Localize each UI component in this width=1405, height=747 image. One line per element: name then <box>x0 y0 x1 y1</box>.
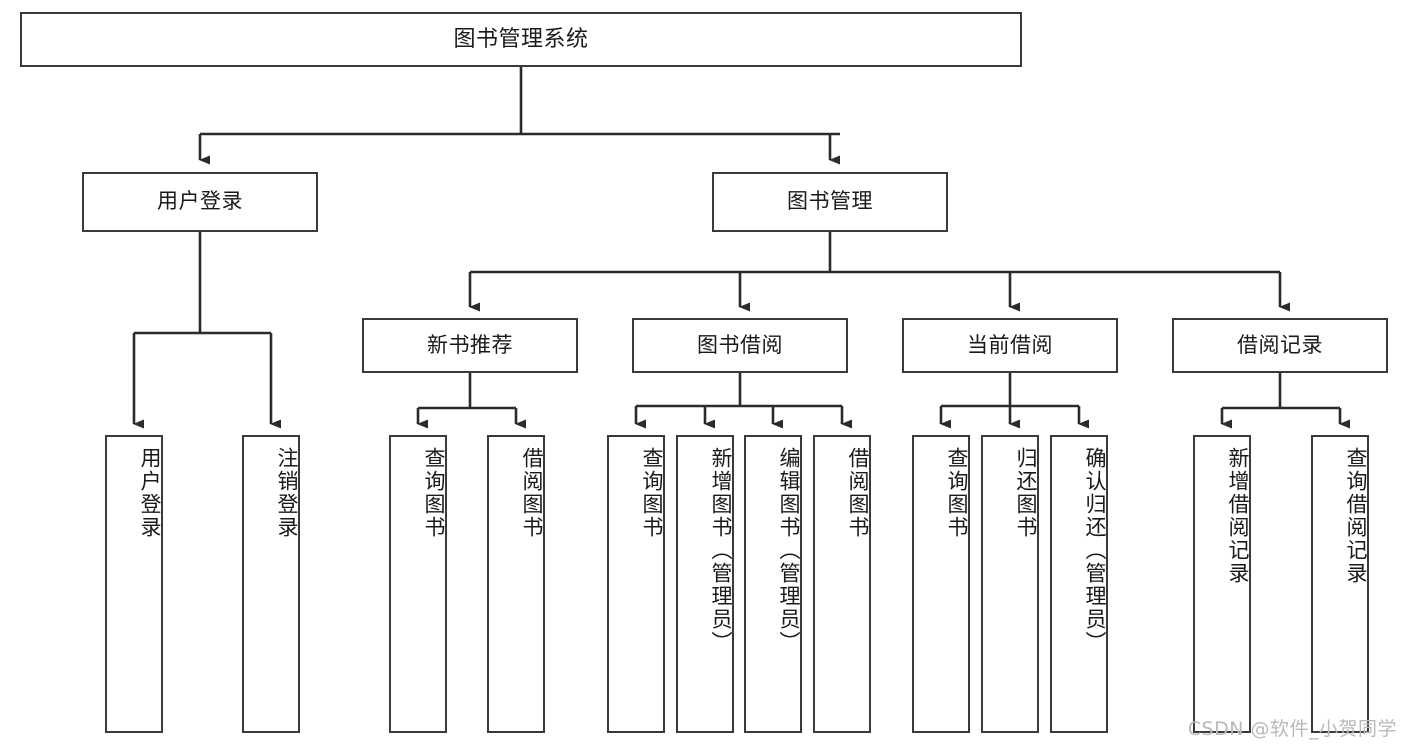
node-leaf-edit-book-label: 编辑图书（管理员） <box>777 447 801 654</box>
node-user-login[interactable]: 用户登录 <box>82 172 318 232</box>
node-leaf-add-book-label: 新增图书（管理员） <box>709 447 733 654</box>
csdn-watermark: CSDN @软件_小贺同学 <box>1187 718 1397 740</box>
node-new-book-recommend[interactable]: 新书推荐 <box>362 318 578 373</box>
node-leaf-query-book-3[interactable]: 查询图书 <box>912 435 970 733</box>
node-book-manage-label: 图书管理 <box>787 189 873 214</box>
node-borrow-record-label: 借阅记录 <box>1237 332 1323 357</box>
node-leaf-query-book-2[interactable]: 查询图书 <box>607 435 665 733</box>
node-leaf-user-login-label: 用户登录 <box>138 447 162 539</box>
node-leaf-query-borrow-record-label: 查询借阅记录 <box>1344 447 1368 585</box>
node-new-book-recommend-label: 新书推荐 <box>427 332 513 357</box>
node-leaf-confirm-return-label: 确认归还（管理员） <box>1083 447 1107 654</box>
node-leaf-add-borrow-record-label: 新增借阅记录 <box>1226 447 1250 585</box>
node-book-borrow[interactable]: 图书借阅 <box>632 318 848 373</box>
node-leaf-logout-login[interactable]: 注销登录 <box>242 435 300 733</box>
node-leaf-query-book-3-label: 查询图书 <box>945 447 969 539</box>
node-leaf-borrow-book-2-label: 借阅图书 <box>846 447 870 539</box>
node-leaf-query-book-2-label: 查询图书 <box>640 447 664 539</box>
node-leaf-query-book-1-label: 查询图书 <box>422 447 446 539</box>
node-leaf-query-book-1[interactable]: 查询图书 <box>389 435 447 733</box>
node-leaf-borrow-book-2[interactable]: 借阅图书 <box>813 435 871 733</box>
node-leaf-borrow-book-1[interactable]: 借阅图书 <box>487 435 545 733</box>
node-user-login-label: 用户登录 <box>157 189 243 214</box>
node-leaf-logout-login-label: 注销登录 <box>275 447 299 539</box>
node-book-borrow-label: 图书借阅 <box>697 332 783 357</box>
node-current-borrow-label: 当前借阅 <box>967 332 1053 357</box>
node-leaf-add-borrow-record[interactable]: 新增借阅记录 <box>1193 435 1251 733</box>
node-leaf-user-login[interactable]: 用户登录 <box>105 435 163 733</box>
node-leaf-edit-book[interactable]: 编辑图书（管理员） <box>744 435 802 733</box>
node-leaf-confirm-return[interactable]: 确认归还（管理员） <box>1050 435 1108 733</box>
node-leaf-borrow-book-1-label: 借阅图书 <box>520 447 544 539</box>
node-borrow-record[interactable]: 借阅记录 <box>1172 318 1388 373</box>
node-leaf-return-book[interactable]: 归还图书 <box>981 435 1039 733</box>
node-current-borrow[interactable]: 当前借阅 <box>902 318 1118 373</box>
node-leaf-add-book[interactable]: 新增图书（管理员） <box>676 435 734 733</box>
node-root-system-label: 图书管理系统 <box>453 26 589 52</box>
node-leaf-query-borrow-record[interactable]: 查询借阅记录 <box>1311 435 1369 733</box>
node-root-system[interactable]: 图书管理系统 <box>20 12 1022 67</box>
node-leaf-return-book-label: 归还图书 <box>1014 447 1038 539</box>
node-book-manage[interactable]: 图书管理 <box>712 172 948 232</box>
